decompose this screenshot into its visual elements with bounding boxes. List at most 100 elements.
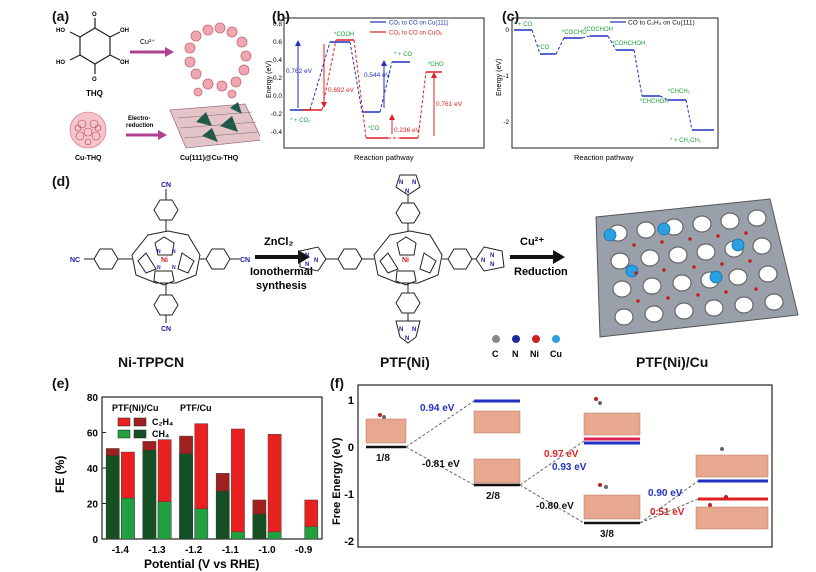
svg-text:O: O (92, 12, 97, 18)
bar-ptf-cu-ch4 (194, 508, 209, 540)
svg-text:N: N (157, 265, 161, 271)
svg-text:N: N (399, 327, 403, 333)
bar-ptf-ni-cu-ch4 (142, 450, 157, 540)
svg-text:*CHCH₂: *CHCH₂ (668, 89, 691, 95)
svg-text:* + CH₂CH₂: * + CH₂CH₂ (670, 138, 702, 144)
b-xlabel: Reaction pathway (354, 153, 414, 162)
plot-frame-b (283, 17, 485, 149)
b-ylabel: Energy (eV) (266, 61, 273, 98)
svg-text:0.93 eV: 0.93 eV (552, 462, 587, 473)
svg-text:reduction: reduction (126, 123, 154, 129)
svg-text:0.6: 0.6 (273, 39, 282, 46)
c-xlabel: Reaction pathway (574, 153, 634, 162)
svg-text:-1: -1 (503, 73, 509, 80)
b-red-levels (302, 39, 442, 139)
svg-text:N: N (481, 258, 485, 264)
svg-text:N: N (490, 253, 494, 259)
svg-text:OH: OH (120, 60, 129, 66)
svg-text:N: N (314, 258, 318, 264)
b-state-3: *CO (368, 126, 380, 132)
cu-thq-ring (184, 22, 252, 99)
svg-text:-1: -1 (344, 489, 354, 501)
svg-text:*COCHOH: *COCHOH (584, 27, 613, 33)
panel-label-f: (f) (330, 375, 344, 391)
e-ytick: 40 (87, 464, 99, 475)
svg-text:CN: CN (161, 182, 171, 189)
svg-text:N: N (412, 180, 416, 186)
svg-text:synthesis: synthesis (256, 280, 307, 292)
svg-text:CH₄: CH₄ (152, 429, 169, 439)
svg-text:2/8: 2/8 (486, 491, 500, 502)
svg-text:0.8: 0.8 (273, 21, 282, 28)
svg-text:N: N (172, 265, 176, 271)
svg-text:OH: OH (120, 28, 129, 34)
svg-text:Ni: Ni (161, 257, 168, 264)
b-barrier-3: 0.544 eV (364, 72, 391, 79)
bar-ptf-cu-ch4 (231, 531, 245, 540)
c-levels (514, 29, 714, 131)
plot-frame-f (357, 384, 773, 548)
svg-text:N: N (512, 349, 519, 359)
svg-text:N: N (157, 249, 161, 255)
svg-text:N: N (305, 253, 309, 259)
svg-text:Reduction: Reduction (514, 266, 568, 278)
ni-tppcn-molecule (84, 189, 240, 323)
b-legend-1: CO₂ to CO on Cu(111) (389, 21, 448, 27)
e-xtick: -1.3 (148, 545, 166, 556)
svg-text:*CHCHOH: *CHCHOH (640, 99, 669, 105)
svg-text:N: N (172, 249, 176, 255)
svg-text:Cu: Cu (550, 349, 562, 359)
svg-text:CN: CN (240, 257, 250, 264)
panel-label-d: (d) (52, 173, 70, 189)
svg-text:C₂H₄: C₂H₄ (152, 417, 173, 427)
cu-slab-images (365, 410, 769, 530)
svg-text:*COHCHOH: *COHCHOH (612, 41, 645, 47)
svg-text:N: N (305, 262, 309, 268)
svg-text:1/8: 1/8 (376, 453, 390, 464)
svg-text:PTF/Cu: PTF/Cu (180, 403, 212, 413)
svg-text:N: N (405, 189, 409, 195)
svg-text:Ni: Ni (402, 257, 409, 264)
svg-text:-0.4: -0.4 (271, 129, 283, 136)
c-ylabel: Energy (eV) (496, 59, 503, 96)
svg-text:CN: CN (161, 326, 171, 333)
ni-tppcn-label: Ni-TPPCN (118, 354, 185, 370)
panel-label-a: (a) (52, 8, 70, 24)
svg-text:-0.80 eV: -0.80 eV (536, 501, 574, 512)
e-ytick: 80 (87, 393, 99, 404)
plot-frame-c (511, 17, 719, 149)
svg-text:Ni: Ni (530, 349, 539, 359)
bar-ptf-ni-cu-ch4 (252, 513, 267, 540)
e-xlabel: Potential (V vs RHE) (144, 557, 259, 571)
svg-text:N: N (412, 327, 416, 333)
panel-f: (f) 1 0 -1 -2 Free Energy (eV) (330, 375, 816, 572)
ptf-ni-cu-framework (595, 198, 799, 338)
b-state-2: *COOH (334, 32, 354, 38)
svg-text:1: 1 (348, 395, 354, 407)
svg-text:HO: HO (56, 28, 65, 34)
panel-label-b: (b) (272, 8, 290, 24)
e-ylabel: FE (%) (53, 456, 67, 493)
svg-text:-2: -2 (344, 536, 354, 548)
svg-text:0.2: 0.2 (273, 75, 282, 82)
b-state-5: *CHO (428, 62, 444, 68)
cu-thq-label: Cu-THQ (75, 155, 102, 162)
svg-text:HO: HO (56, 60, 65, 66)
bar-ptf-cu-ch4 (157, 501, 172, 540)
bar-ptf-cu-ch4 (304, 526, 319, 540)
svg-text:0.0: 0.0 (273, 93, 282, 100)
svg-text:Cu²⁺: Cu²⁺ (520, 236, 544, 248)
bar-ptf-cu-ch4 (121, 497, 135, 540)
svg-text:PTF(Ni)/Cu: PTF(Ni)/Cu (112, 403, 159, 413)
svg-text:-2: -2 (503, 119, 509, 126)
bar-ptf-ni-cu-ch4 (215, 490, 230, 540)
e-xtick: -0.9 (295, 545, 313, 556)
svg-text:N: N (490, 262, 494, 268)
zncl2-label: ZnCl₂ (264, 236, 293, 248)
panel-b: (b) 0.8 0.6 0.4 0.2 0.0 -0.2 -0.4 Energy… (262, 0, 492, 165)
e-xtick: -1.4 (112, 545, 130, 556)
svg-text:3/8: 3/8 (600, 529, 614, 540)
e-xtick: -1.1 (222, 545, 240, 556)
